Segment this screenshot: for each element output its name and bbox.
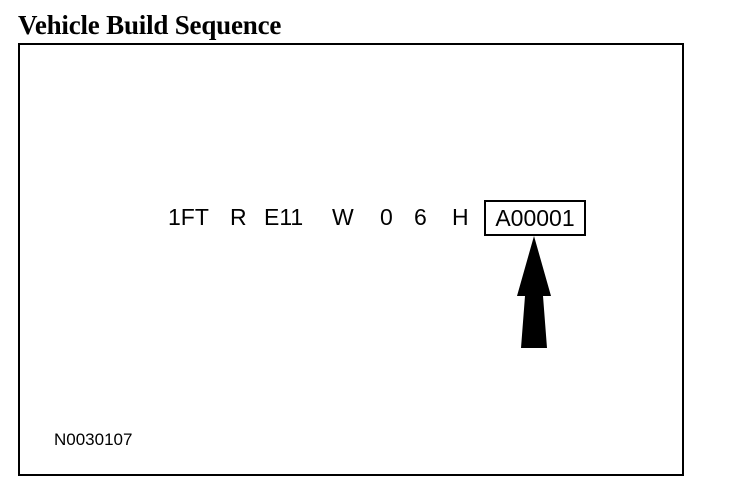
vin-segment-plant: H [452,204,469,230]
vin-segment-wmi: 1FT [168,204,209,230]
vin-row: 1FT R E11 W 0 6 H [0,200,736,234]
vin-segment-engine: W [332,204,354,230]
build-sequence-box: A00001 [484,200,586,236]
pointer-arrow-icon [517,236,551,348]
vin-segment-model: E11 [264,204,304,230]
figure-code: N0030107 [54,430,133,449]
diagram-frame [18,43,684,476]
vin-segment-restraint: R [230,204,247,230]
vin-segment-model-year: 6 [414,204,427,230]
vin-segment-check-digit: 0 [380,204,393,230]
page-title: Vehicle Build Sequence [18,10,282,40]
